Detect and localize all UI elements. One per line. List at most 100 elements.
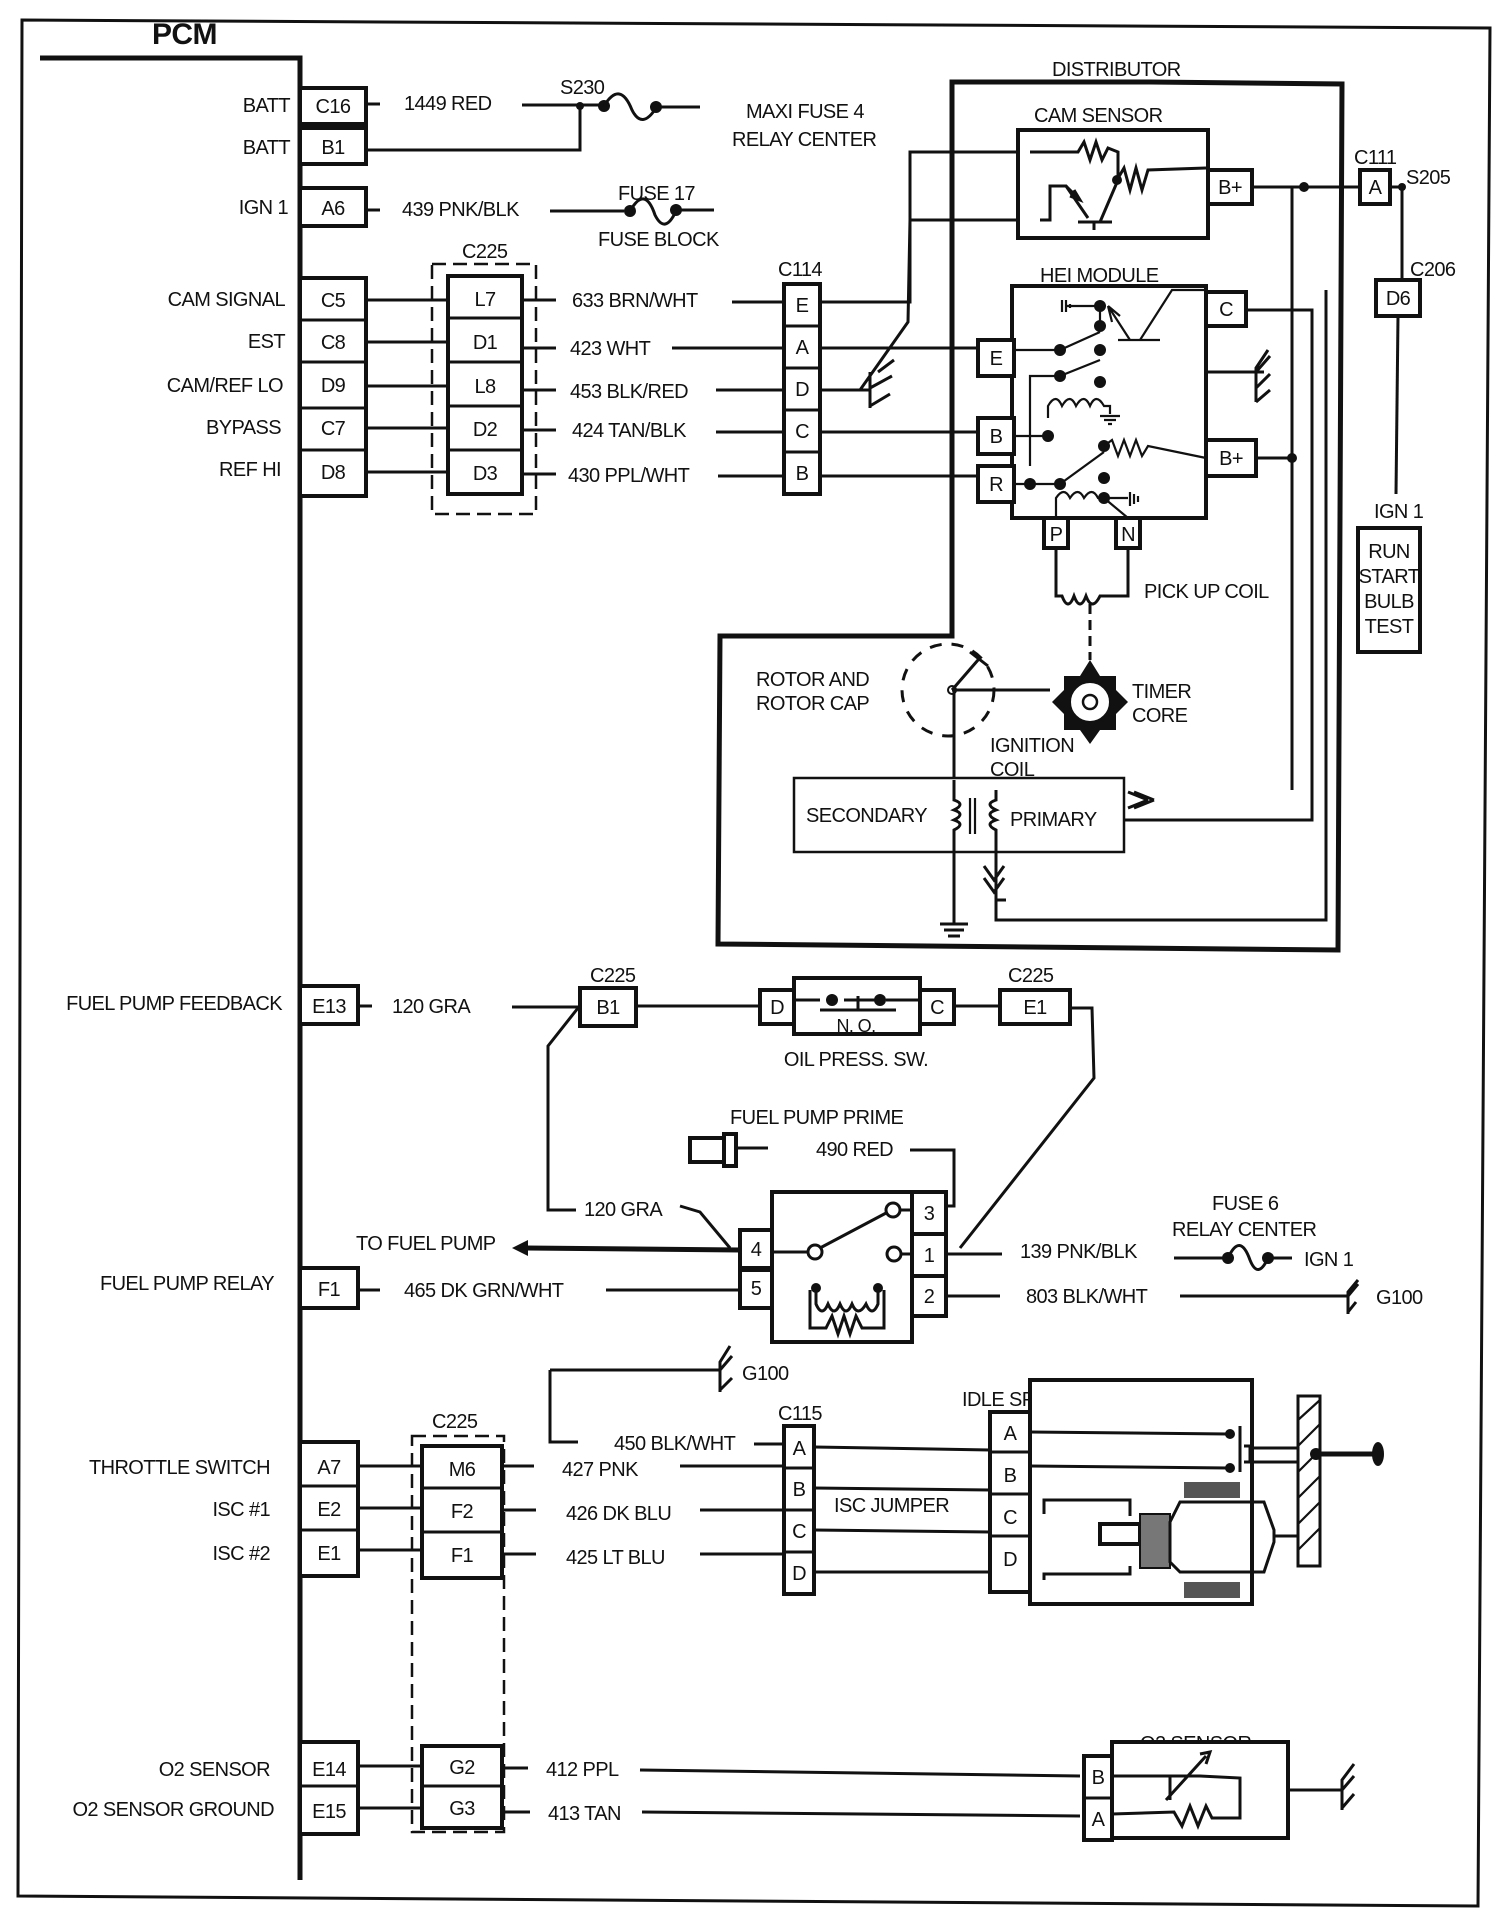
- rotor-label: ROTOR CAP: [756, 693, 869, 715]
- connector-label: C115: [778, 1403, 822, 1425]
- cam-sensor-title: CAM SENSOR: [1034, 105, 1163, 127]
- fuel-pump-relay: 4 5 3 1 2: [738, 1190, 948, 1344]
- relay-center-label: RELAY CENTER: [1172, 1219, 1316, 1241]
- pcm-pin-id[interactable]: E15: [312, 1801, 347, 1823]
- relay-pin: 1: [924, 1245, 935, 1267]
- pcm-pin-label: THROTTLE SWITCH: [89, 1457, 270, 1479]
- isc-jumper-wires: ISC JUMPER: [813, 1445, 991, 1574]
- pin: C: [1219, 299, 1233, 321]
- pcm-pin-id[interactable]: D8: [321, 462, 346, 484]
- wire-label: 426 DK BLU: [566, 1503, 671, 1525]
- pin: B: [793, 1479, 806, 1501]
- pcm-pin-a6[interactable]: IGN 1 A6: [239, 186, 368, 228]
- pcm-pin-c16[interactable]: BATT C16: [243, 86, 368, 126]
- ignition-coil-label: COIL: [990, 759, 1035, 781]
- pin: L8: [474, 376, 496, 398]
- o2-wires: 412 PPL 413 TAN: [358, 1759, 1081, 1825]
- pin: B: [990, 426, 1003, 448]
- pcm-ignition-pins: CAM SIGNAL C5 EST C8 CAM/REF LO D9 BYPAS…: [167, 276, 368, 498]
- pcm-pin-f1[interactable]: FUEL PUMP RELAY F1: [100, 1266, 360, 1310]
- wire-label: 633 BRN/WHT: [572, 290, 698, 312]
- pcm-pin-label: BATT: [243, 95, 291, 117]
- pcm-pin-id[interactable]: E14: [312, 1759, 347, 1781]
- isc-ground: G100: [548, 1345, 790, 1444]
- wire-label: 453 BLK/RED: [570, 381, 688, 403]
- ground-label: G100: [742, 1363, 789, 1385]
- pcm-title: PCM: [152, 18, 217, 51]
- pin: D: [1003, 1549, 1017, 1571]
- pcm-pin-e13[interactable]: FUEL PUMP FEEDBACK E13: [66, 984, 360, 1026]
- hei-module: HEI MODULE E B R C B+ P N: [976, 265, 1314, 822]
- wire-label: 490 RED: [816, 1139, 893, 1161]
- ign-box-line: BULB: [1364, 591, 1414, 613]
- pin: N: [1121, 524, 1135, 546]
- pin: D: [770, 997, 784, 1019]
- connector-label: C225: [432, 1411, 478, 1433]
- pin: B: [796, 463, 809, 485]
- pcm-pin-label: IGN 1: [239, 197, 289, 219]
- maxi-fuse-label: RELAY CENTER: [732, 129, 876, 151]
- pickup-coil: PICK UP COIL: [1054, 548, 1270, 660]
- wire-label: 803 BLK/WHT: [1026, 1286, 1148, 1308]
- pin: B+: [1219, 448, 1243, 470]
- page-frame: [16, 18, 1492, 1908]
- c115-connector[interactable]: C115 A B C D: [778, 1403, 823, 1596]
- pcm-pin-id[interactable]: D9: [321, 375, 346, 397]
- wire-label: 427 PNK: [562, 1459, 639, 1481]
- wire-label: 450 BLK/WHT: [614, 1433, 736, 1455]
- pin: C: [792, 1521, 806, 1543]
- wire-label: 430 PPL/WHT: [568, 465, 690, 487]
- pcm-pin-id: C16: [316, 96, 351, 118]
- pcm-pin-b1[interactable]: BATT B1: [243, 126, 368, 166]
- ign-1-label: IGN 1: [1304, 1249, 1354, 1271]
- c225-connector-bottom[interactable]: C225 M6 F2 F1 G2 G3: [410, 1411, 506, 1834]
- connector-label: C225: [1008, 965, 1054, 987]
- connector-label: C206: [1410, 259, 1456, 281]
- pcm-pin-id[interactable]: C5: [321, 290, 346, 312]
- pin: C: [1003, 1507, 1017, 1529]
- pcm-pin-id[interactable]: A7: [317, 1457, 341, 1479]
- wire-label: 139 PNK/BLK: [1020, 1241, 1138, 1263]
- relay-pin: 2: [924, 1286, 935, 1308]
- fuse-block-label: FUSE BLOCK: [598, 229, 720, 251]
- pcm-pin-id[interactable]: C8: [321, 332, 346, 354]
- wire-label: 412 PPL: [546, 1759, 619, 1781]
- connector-label: C225: [462, 241, 508, 263]
- fuel-feedback-circuit: 120 GRA C225 B1 D N. O. C OIL PRESS. SW.…: [358, 965, 1096, 1249]
- ignition-coil: SECONDARY PRIMARY: [792, 290, 1328, 938]
- primary-label: PRIMARY: [1010, 809, 1097, 831]
- splice-label: S205: [1406, 167, 1451, 189]
- c225-connector-top[interactable]: C225 L7 D1 L8 D2 D3: [430, 241, 538, 516]
- ign-box-line: TEST: [1365, 616, 1414, 638]
- pin: C: [930, 997, 944, 1019]
- pcm-pin-id[interactable]: E2: [317, 1499, 341, 1521]
- idle-speed-control: IDLE SPEED CONTROL A B C D: [962, 1378, 1384, 1606]
- pcm-pin-id[interactable]: C7: [321, 418, 346, 440]
- pin: F1: [451, 1545, 474, 1567]
- pcm-pin-label: O2 SENSOR GROUND: [72, 1799, 274, 1821]
- pin: E: [990, 348, 1003, 370]
- relay-wiring: TO FUEL PUMP 139 PNK/BLK FUSE 6 RELAY CE…: [356, 1193, 1424, 1314]
- pcm-to-c225-wires: [366, 298, 448, 474]
- pin: B: [1092, 1767, 1105, 1789]
- ign-box-line: START: [1359, 566, 1420, 588]
- pcm-pin-id[interactable]: E1: [317, 1543, 341, 1565]
- pcm-pin-id: F1: [318, 1279, 341, 1301]
- secondary-label: SECONDARY: [806, 805, 927, 827]
- pin: B: [1004, 1465, 1017, 1487]
- pin: R: [989, 474, 1003, 496]
- power-wiring: 1449 RED S230 MAXI FUSE 4 RELAY CENTER 4…: [366, 77, 877, 251]
- pin: D6: [1386, 288, 1411, 310]
- isc-wires: 450 BLK/WHT 427 PNK 426 DK BLU 425 LT BL…: [358, 1433, 784, 1569]
- c114-connector[interactable]: C114 E A D C B: [778, 259, 823, 496]
- relay-pin: 5: [751, 1278, 762, 1300]
- splice-label: S230: [560, 77, 605, 99]
- pin: D1: [473, 332, 498, 354]
- connector-label: C225: [590, 965, 636, 987]
- wire-label: 120 GRA: [392, 996, 471, 1018]
- pcm-pin-id: A6: [321, 198, 345, 220]
- pin: D2: [473, 419, 498, 441]
- wire-label: 424 TAN/BLK: [572, 420, 687, 442]
- pcm-pin-label: FUEL PUMP FEEDBACK: [66, 993, 283, 1015]
- pin: F2: [451, 1501, 474, 1523]
